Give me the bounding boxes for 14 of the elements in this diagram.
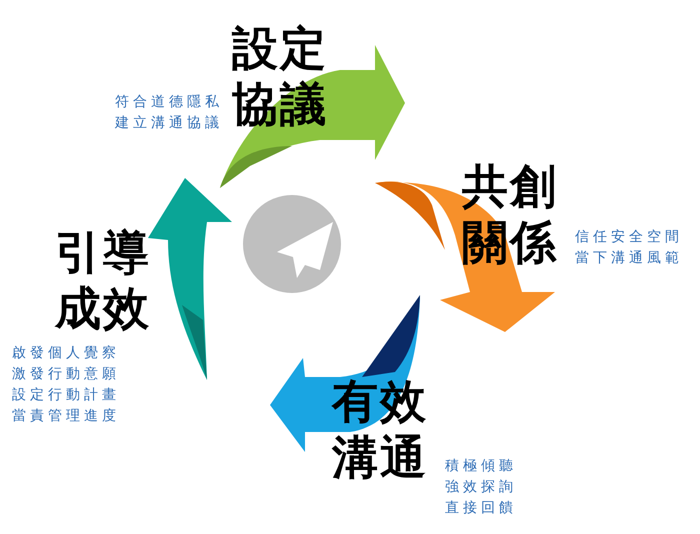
- description-text: 直接回饋: [445, 499, 517, 518]
- description-text: 符合道德隱私: [115, 93, 223, 112]
- stage-heading: 共創關係: [462, 158, 562, 270]
- stage-heading: 設定協議: [232, 20, 332, 132]
- description-text: 當責管理進度: [12, 407, 120, 426]
- description-text: 積極傾聽: [445, 457, 517, 476]
- description-text: 強效探詢: [445, 478, 517, 497]
- description-text: 激發行動意願: [12, 365, 120, 384]
- description-text: 啟發個人覺察: [12, 344, 120, 363]
- description-text: 設定行動計畫: [12, 386, 120, 405]
- description-text: 當下溝通風範: [575, 249, 683, 268]
- description-text: 信任安全空間: [575, 228, 683, 247]
- description-text: 建立溝通協議: [115, 114, 223, 133]
- stage-heading: 引導成效: [55, 224, 155, 336]
